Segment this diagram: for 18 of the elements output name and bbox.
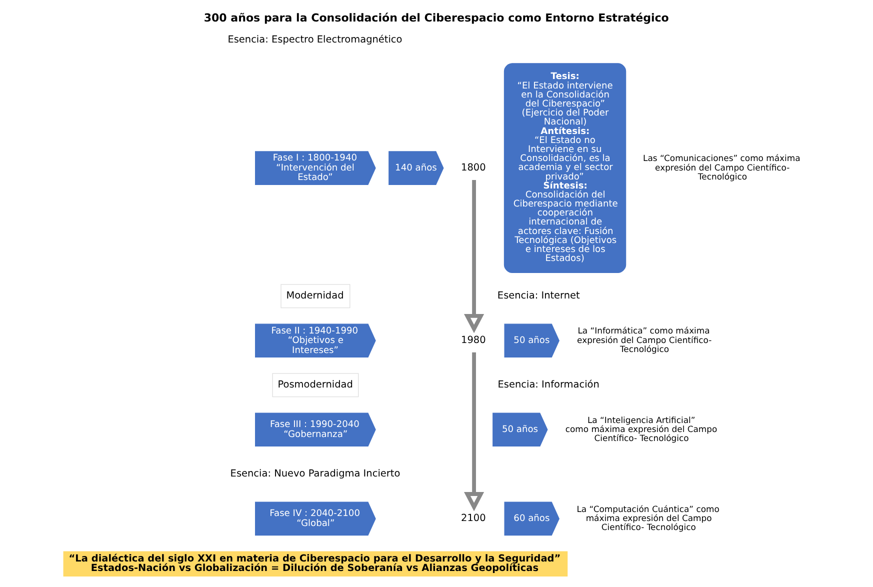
node-box: Modernidad	[280, 284, 350, 308]
label: Las “Comunicaciones” como máxima expresión del Campo Científico- Tecnológico	[643, 153, 800, 182]
node-text: 1980	[461, 334, 486, 346]
node-text: 2100	[461, 512, 486, 524]
arrow	[464, 180, 484, 334]
label: Esencia: Información	[498, 379, 600, 390]
node-box: Posmodernidad	[272, 373, 359, 398]
node-text: 1800	[461, 162, 486, 174]
node-box: Tesis: “El Estado interviene en la Consolidación del Ciberespacio” (Ejercicio del Poder Nacional) Antítesis: “El Estado no Interviene en su Consolidación, es la academia y el sector privado” Síntesis: Consolidación del Ciberespacio mediante cooperación internacional de actores clave: Fusión Tecnológica (Objetivos e intereses de los Estados)	[504, 63, 626, 274]
diagram-title: 300 años para la Consolidación del Ciberespacio como Entorno Estratégico	[204, 12, 669, 25]
caption: “La dialéctica del siglo XXI en materia de Ciberespacio para el Desarrollo y la Seguridad” Estados-Nación vs Globalización = Dilución de Soberanía vs Alianzas Geopolíticas	[68, 553, 561, 574]
label: La “Inteligencia Artificial” como máxima expresión del Campo Científico- Tecnológico	[565, 414, 718, 443]
arrow	[464, 352, 484, 512]
label: La “Informática” como máxima expresión del Campo Científico- Tecnológico	[577, 326, 712, 354]
label: La “Computación Cuántica” como máxima expresión del Campo Científico- Tecnológico	[576, 504, 720, 532]
label: Esencia: Internet	[497, 290, 580, 302]
label: Esencia: Nuevo Paradigma Incierto	[230, 468, 400, 480]
label: Esencia: Espectro Electromagnético	[228, 34, 402, 46]
